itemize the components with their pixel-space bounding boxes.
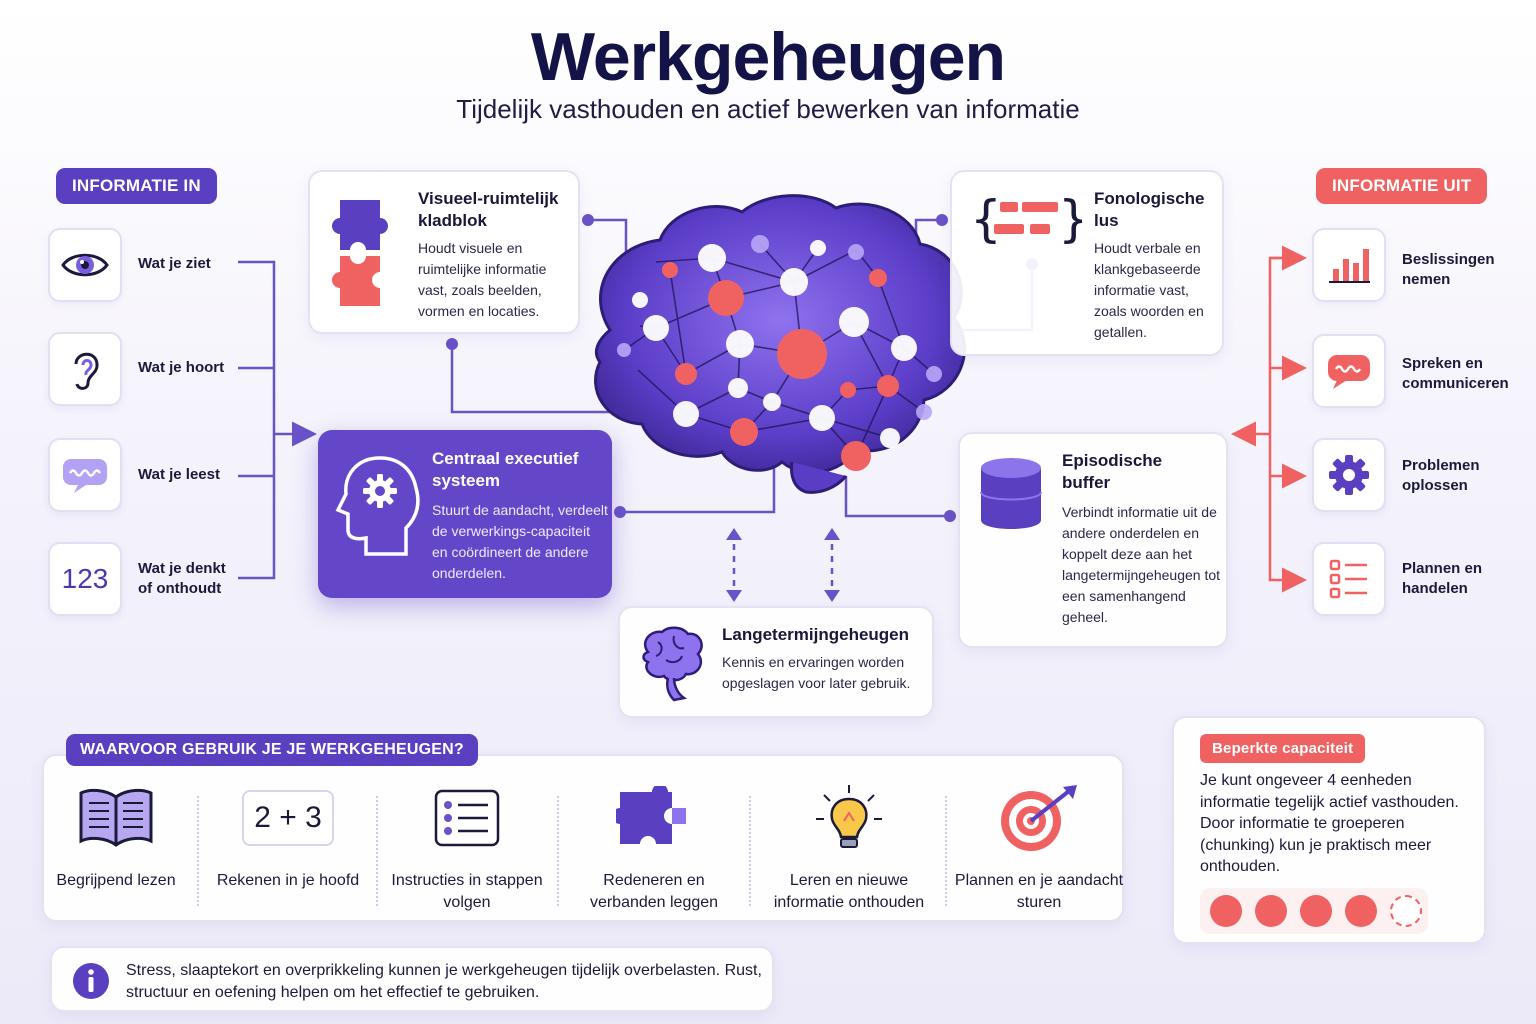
use-instructions: Instructies in stappen volgen bbox=[377, 782, 557, 914]
episodic-text: Verbindt informatie uit de andere onderd… bbox=[1062, 504, 1221, 625]
use-planning: Plannen en je aandacht sturen bbox=[949, 782, 1129, 914]
brain-icon bbox=[642, 626, 703, 702]
visuospatial-card: Visueel-ruimtelijk kladblok Houdt visuel… bbox=[308, 170, 580, 334]
book-icon bbox=[79, 788, 153, 847]
capacity-dot-filled bbox=[1300, 895, 1332, 927]
phonological-text: Houdt verbale en klankgebaseerde informa… bbox=[1094, 240, 1204, 340]
input-hear-box bbox=[48, 332, 122, 406]
visuospatial-title: Visueel-ruimtelijk kladblok bbox=[418, 189, 559, 230]
page-subtitle: Tijdelijk vasthouden en actief bewerken … bbox=[456, 94, 1080, 124]
episodic-card: Episodische buffer Verbindt informatie u… bbox=[958, 432, 1228, 648]
puzzle-icon bbox=[332, 200, 388, 306]
input-see-label: Wat je ziet bbox=[138, 255, 211, 272]
output-plan-box bbox=[1312, 542, 1386, 616]
uses-header: WAARVOOR GEBRUIK JE JE WERKGEHEUGEN? bbox=[66, 734, 478, 766]
episodic-title: Episodische buffer bbox=[1062, 451, 1163, 492]
puzzle-icon bbox=[616, 786, 686, 844]
executive-card: Centraal executief systeem Stuurt de aan… bbox=[318, 430, 612, 598]
speech-bubble-icon bbox=[1328, 355, 1370, 389]
input-header: INFORMATIE IN bbox=[56, 168, 217, 204]
capacity-text: Je kunt ongeveer 4 eenheden informatie t… bbox=[1200, 772, 1459, 875]
longterm-text: Kennis en ervaringen worden opgeslagen v… bbox=[722, 654, 911, 691]
output-decide-box bbox=[1312, 228, 1386, 302]
svg-text:}: } bbox=[1058, 190, 1082, 248]
page-title: Werkgeheugen bbox=[530, 19, 1006, 95]
input-hear-label: Wat je hoort bbox=[138, 359, 225, 376]
info-banner: Stress, slaaptekort en overprikkeling ku… bbox=[50, 946, 774, 1012]
math-icon: 2 + 3 bbox=[242, 790, 334, 846]
brain-illustration bbox=[594, 194, 966, 494]
capacity-dot-filled bbox=[1345, 895, 1377, 927]
head-gear-icon bbox=[335, 456, 420, 556]
input-see-box bbox=[48, 228, 122, 302]
capacity-card: Beperkte capaciteit Je kunt ongeveer 4 e… bbox=[1172, 716, 1486, 944]
output-speak-label: Spreken en communiceren bbox=[1402, 355, 1509, 392]
list-icon bbox=[434, 789, 500, 847]
info-text: Stress, slaaptekort en overprikkeling ku… bbox=[126, 962, 762, 1001]
visuospatial-text: Houdt visuele en ruimtelijke informatie … bbox=[418, 240, 547, 319]
capacity-dot-filled bbox=[1210, 895, 1242, 927]
use-reasoning: Redeneren en verbanden leggen bbox=[564, 782, 744, 914]
use-calculating: 2 + 3 Rekenen in je hoofd bbox=[198, 782, 378, 892]
bar-chart-icon bbox=[1329, 249, 1370, 283]
output-speak-box bbox=[1312, 334, 1386, 408]
output-decide-label: Beslissingen nemen bbox=[1402, 251, 1495, 288]
brackets-icon: { } bbox=[970, 190, 1082, 248]
eye-icon bbox=[61, 253, 109, 277]
input-read-box bbox=[48, 438, 122, 512]
phonological-title: Fonologische lus bbox=[1094, 189, 1205, 230]
capacity-dot-empty bbox=[1390, 895, 1422, 927]
executive-text: Stuurt de aandacht, verdeelt de verwerki… bbox=[432, 502, 608, 581]
input-think-box: 123 bbox=[48, 542, 122, 616]
lightbulb-icon bbox=[816, 785, 882, 848]
longterm-title: Langetermijngeheugen bbox=[722, 625, 910, 644]
info-icon bbox=[73, 963, 109, 999]
svg-text:{: { bbox=[970, 190, 1002, 248]
checklist-icon bbox=[1329, 559, 1367, 599]
target-icon bbox=[1001, 785, 1077, 851]
use-learning: Leren en nieuwe informatie onthouden bbox=[759, 782, 939, 914]
executive-title: Centraal executief systeem bbox=[432, 449, 579, 490]
phonological-card: { } Fonologische lus Houdt verbale en kl… bbox=[950, 170, 1224, 356]
output-solve-box bbox=[1312, 438, 1386, 512]
text-bubble-icon bbox=[63, 459, 107, 493]
longterm-card: Langetermijngeheugen Kennis en ervaringe… bbox=[618, 606, 934, 718]
output-plan-label: Plannen en handelen bbox=[1402, 560, 1483, 597]
capacity-dots bbox=[1200, 888, 1428, 934]
use-reading: Begrijpend lezen bbox=[26, 782, 206, 892]
gear-icon bbox=[1329, 455, 1369, 495]
capacity-dot-filled bbox=[1255, 895, 1287, 927]
capacity-header: Beperkte capaciteit bbox=[1200, 734, 1366, 763]
output-solve-label: Problemen oplossen bbox=[1402, 457, 1480, 494]
number-icon: 123 bbox=[61, 563, 109, 594]
ear-icon bbox=[74, 352, 99, 390]
input-read-label: Wat je leest bbox=[138, 466, 220, 483]
database-icon bbox=[980, 458, 1042, 529]
uses-panel: Begrijpend lezen 2 + 3 Rekenen in je hoo… bbox=[42, 754, 1124, 922]
output-header: INFORMATIE UIT bbox=[1316, 168, 1488, 204]
input-think-label: Wat je denkt of onthoudt bbox=[138, 560, 226, 597]
